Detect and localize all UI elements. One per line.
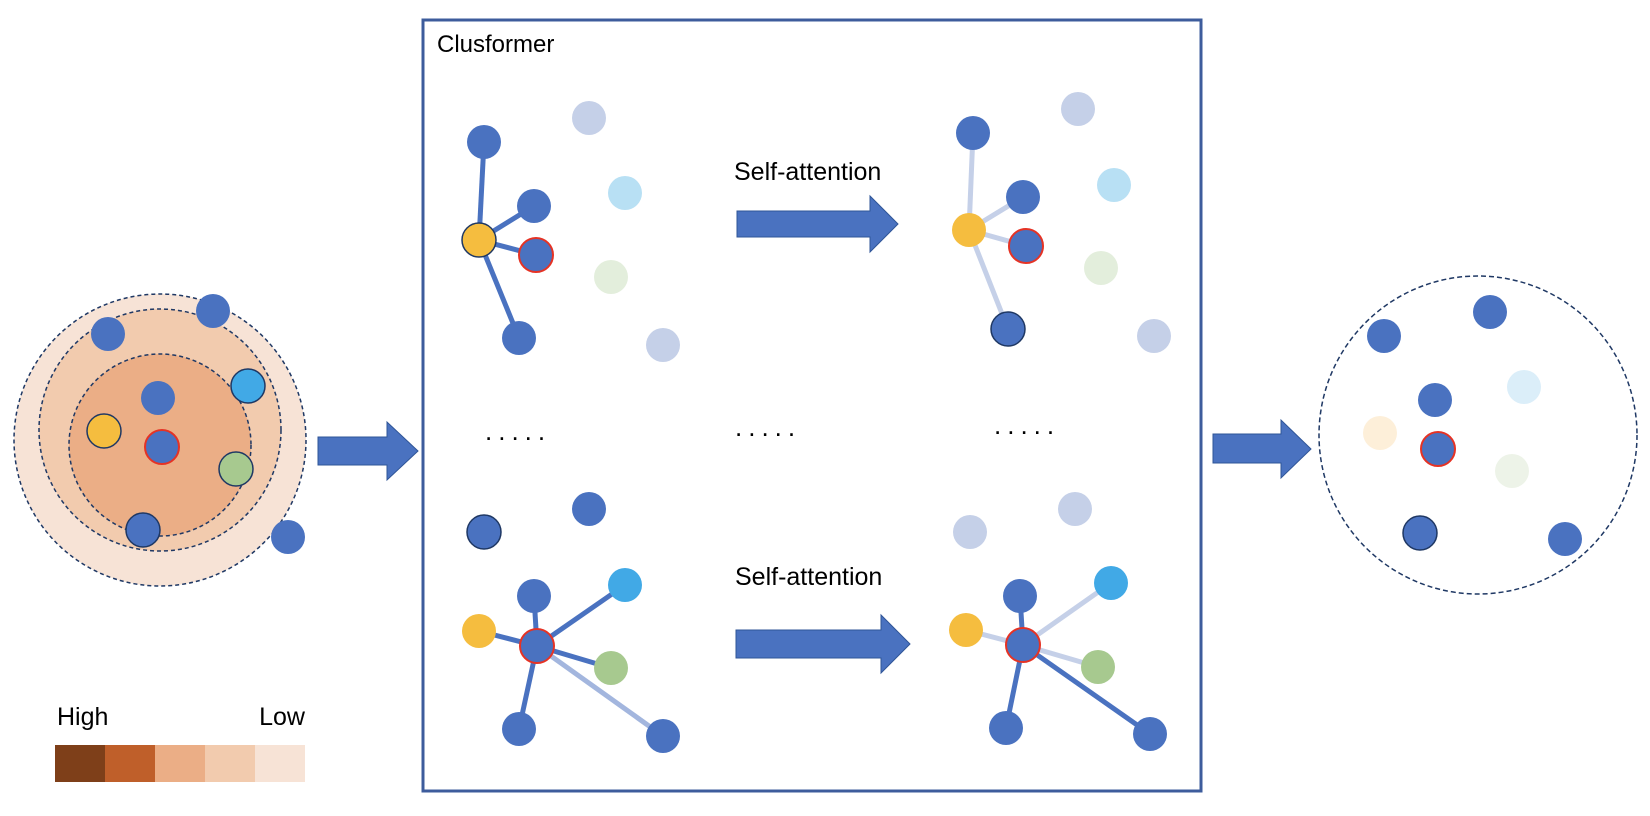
node-green-faded [594, 260, 628, 294]
input-arrow [317, 420, 419, 482]
legend-high-label: High [57, 703, 108, 731]
node-orange [462, 614, 496, 648]
legend-swatches [55, 745, 305, 782]
node-faded [1058, 492, 1092, 526]
center-node [144, 429, 180, 465]
density-legend: High Low [55, 703, 306, 782]
node [1133, 717, 1167, 751]
node-orange [952, 213, 986, 247]
self-attention-arrow-bottom [735, 613, 911, 675]
graph-top-after [952, 92, 1171, 353]
node-faded [1061, 92, 1095, 126]
center-node [1005, 627, 1041, 663]
center-node [1008, 228, 1044, 264]
node [1402, 515, 1438, 551]
node [1548, 522, 1582, 556]
node-green-faded [1084, 251, 1118, 285]
node-cyan-faded [608, 176, 642, 210]
node-green [1081, 650, 1115, 684]
cluster-boundary [1318, 275, 1638, 595]
node [141, 381, 175, 415]
output-arrow [1212, 418, 1312, 480]
node [502, 321, 536, 355]
node [517, 579, 551, 613]
node-faded [646, 328, 680, 362]
node [502, 712, 536, 746]
node [990, 311, 1026, 347]
node-cyan-faded [1507, 370, 1541, 404]
node [1418, 383, 1452, 417]
node-cyan [230, 368, 266, 404]
node [196, 294, 230, 328]
graph-top-before [461, 101, 680, 362]
output-cluster [1318, 275, 1638, 595]
node [1006, 180, 1040, 214]
legend-low-label: Low [259, 703, 306, 731]
center-node [1420, 431, 1456, 467]
ellipsis-right: ..... [994, 410, 1060, 440]
node-cyan [608, 568, 642, 602]
legend-swatch [155, 745, 205, 782]
node [989, 711, 1023, 745]
node [517, 189, 551, 223]
node [271, 520, 305, 554]
node [466, 514, 502, 550]
input-neighborhood [13, 293, 307, 587]
node-faded [1137, 319, 1171, 353]
node [1003, 579, 1037, 613]
legend-swatch [105, 745, 155, 782]
legend-swatch [205, 745, 255, 782]
node [1367, 319, 1401, 353]
self-attention-label-bottom: Self-attention [735, 563, 882, 591]
edge [1021, 642, 1152, 737]
node [1473, 295, 1507, 329]
module-frame [421, 18, 1203, 793]
node-green-faded [1495, 454, 1529, 488]
node-faded [572, 101, 606, 135]
module-title: Clusformer [437, 31, 554, 58]
self-attention-arrow-top [736, 194, 899, 254]
input-nodes [86, 294, 305, 554]
center-node [518, 237, 554, 273]
clusformer-module: Clusformer Self-attention [421, 18, 1203, 793]
node [572, 492, 606, 526]
node-faded [953, 515, 987, 549]
node-cyan-faded [1097, 168, 1131, 202]
node [646, 719, 680, 753]
graph-bottom-before [462, 492, 680, 753]
node-orange [949, 613, 983, 647]
ellipsis-middle: ..... [735, 412, 801, 442]
node-orange-faded [1363, 416, 1397, 450]
node [956, 116, 990, 150]
graph-bottom-after [949, 492, 1167, 751]
self-attention-label-top: Self-attention [734, 158, 881, 186]
node-green [218, 451, 254, 487]
node [91, 317, 125, 351]
node-cyan [1094, 566, 1128, 600]
legend-swatch [255, 745, 305, 782]
node-green [594, 651, 628, 685]
ellipsis-left: ..... [485, 416, 551, 446]
node-orange [86, 413, 122, 449]
node [125, 512, 161, 548]
legend-swatch [55, 745, 105, 782]
node-orange [461, 222, 497, 258]
edge-weak [535, 643, 665, 739]
node [467, 125, 501, 159]
center-node [519, 628, 555, 664]
